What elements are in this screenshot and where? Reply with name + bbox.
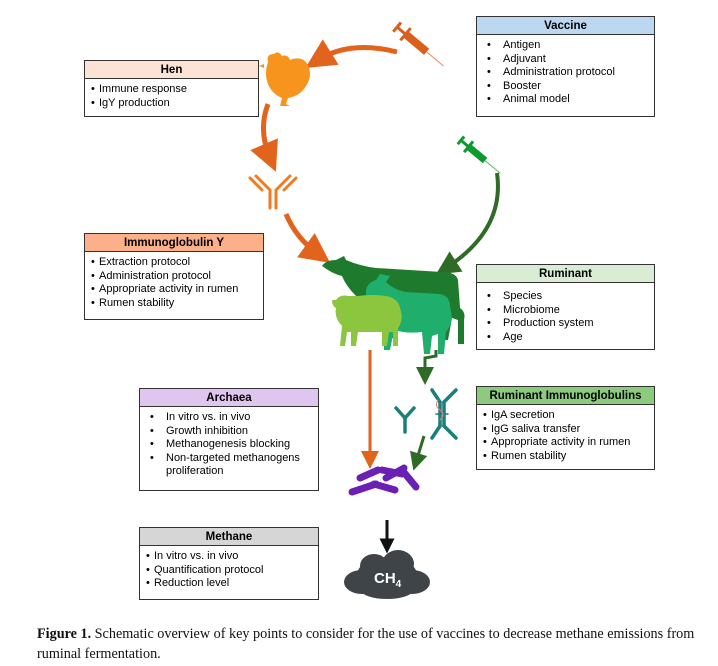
vaccine-box-title: Vaccine xyxy=(477,17,654,35)
list-item: Microbiome xyxy=(483,304,648,318)
list-item: Quantification protocol xyxy=(146,564,312,578)
hen-box-list: Immune response IgY production xyxy=(85,79,258,113)
list-item: Appropriate activity in rumen xyxy=(91,283,257,297)
antibody-igg-icon xyxy=(430,388,458,440)
figure-caption-text: Schematic overview of key points to cons… xyxy=(37,626,695,662)
list-item: Immune response xyxy=(91,83,252,97)
figure-caption: Figure 1. Schematic overview of key poin… xyxy=(37,624,717,664)
arrow-ruminant-to-antibodies xyxy=(416,350,438,385)
hen-box-title: Hen xyxy=(85,61,258,79)
hen-box: Hen Immune response IgY production xyxy=(84,60,259,117)
ruminant-immunoglobulins-box: Ruminant Immunoglobulins IgA secretion I… xyxy=(476,386,655,470)
list-item: Administration protocol xyxy=(91,270,257,284)
syringe-orange-icon xyxy=(392,21,444,67)
archaea-box: Archaea In vitro vs. in vivo Growth inhi… xyxy=(139,388,319,491)
immunoglobulin-y-box: Immunoglobulin Y Extraction protocol Adm… xyxy=(84,233,264,320)
methane-box: Methane In vitro vs. in vivo Quantificat… xyxy=(139,527,319,600)
list-item: Methanogenesis blocking xyxy=(146,438,312,452)
list-item: Rumen stability xyxy=(91,297,257,311)
list-item: Reduction level xyxy=(146,577,312,591)
methane-cloud-icon xyxy=(344,550,430,599)
sheep-icon xyxy=(332,295,402,346)
ruminant-box-title: Ruminant xyxy=(477,265,654,283)
arrow-hen-to-igy xyxy=(250,103,278,172)
methane-formula: CH4 xyxy=(374,570,402,590)
archaea-box-list: In vitro vs. in vivo Growth inhibition M… xyxy=(140,407,318,482)
ruminant-box-list: Species Microbiome Production system Age xyxy=(477,283,654,347)
immunoglobulin-y-box-title: Immunoglobulin Y xyxy=(85,234,263,252)
ruminant-immunoglobulins-box-title: Ruminant Immunoglobulins xyxy=(477,387,654,405)
list-item: Non-targeted methanogens proliferation xyxy=(146,452,312,479)
antibody-iga-icon xyxy=(394,406,416,434)
arrow-igy-to-ruminant xyxy=(283,213,331,263)
list-item: Animal model xyxy=(483,93,648,107)
list-item: Species xyxy=(483,290,648,304)
ruminant-immunoglobulins-box-list: IgA secretion IgG saliva transfer Approp… xyxy=(477,405,654,466)
syringe-green-icon xyxy=(456,135,501,174)
list-item: Extraction protocol xyxy=(91,256,257,270)
list-item: Booster xyxy=(483,80,648,94)
archaea-box-title: Archaea xyxy=(140,389,318,407)
list-item: Age xyxy=(483,331,648,345)
diagram-artwork: CH4 xyxy=(248,21,501,599)
methane-box-title: Methane xyxy=(140,528,318,546)
hen-icon xyxy=(259,52,310,106)
list-item: In vitro vs. in vivo xyxy=(146,411,312,425)
vaccine-box: Vaccine Antigen Adjuvant Administration … xyxy=(476,16,655,117)
archaea-icon xyxy=(348,464,420,496)
arrow-syringe-to-hen xyxy=(305,39,398,68)
list-item: Growth inhibition xyxy=(146,425,312,439)
list-item: Production system xyxy=(483,317,648,331)
list-item: IgY production xyxy=(91,97,252,111)
list-item: Antigen xyxy=(483,39,648,53)
ruminant-box: Ruminant Species Microbiome Production s… xyxy=(476,264,655,350)
methane-box-list: In vitro vs. in vivo Quantification prot… xyxy=(140,546,318,594)
list-item: IgA secretion xyxy=(483,409,648,423)
list-item: Adjuvant xyxy=(483,53,648,67)
antibody-igy-icon xyxy=(248,174,298,210)
list-item: Administration protocol xyxy=(483,66,648,80)
immunoglobulin-y-box-list: Extraction protocol Administration proto… xyxy=(85,252,263,313)
list-item: In vitro vs. in vivo xyxy=(146,550,312,564)
figure-label: Figure 1. xyxy=(37,626,92,642)
arrow-antibodies-to-archaea xyxy=(410,435,428,471)
list-item: Appropriate activity in rumen xyxy=(483,436,648,450)
list-item: IgG saliva transfer xyxy=(483,423,648,437)
vaccine-box-list: Antigen Adjuvant Administration protocol… xyxy=(477,35,654,110)
list-item: Rumen stability xyxy=(483,450,648,464)
arrow-vaccine-to-ruminant xyxy=(435,172,500,275)
